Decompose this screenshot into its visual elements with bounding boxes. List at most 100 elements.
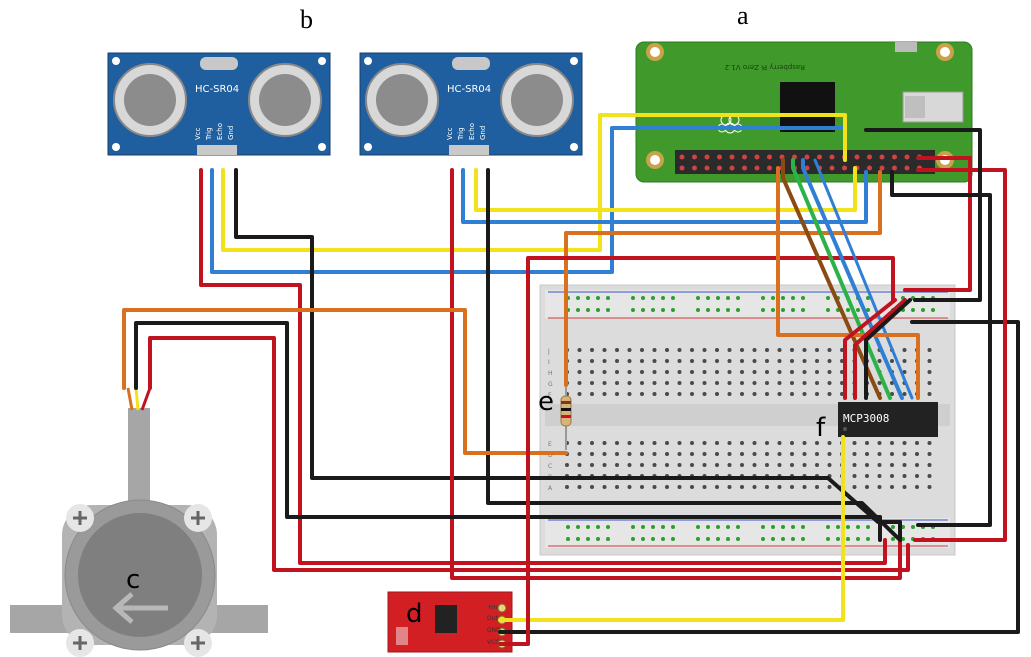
hole <box>777 370 782 374</box>
hole <box>740 348 744 352</box>
row-letter: I <box>548 359 550 366</box>
hole <box>867 154 872 160</box>
hole <box>715 381 719 385</box>
hole <box>921 308 925 312</box>
hole <box>627 370 632 374</box>
flow-sensor <box>10 387 268 657</box>
wire-resistor-pi <box>564 170 882 387</box>
hole <box>927 452 932 456</box>
hole <box>576 296 580 300</box>
hole <box>911 308 915 312</box>
hole <box>677 441 682 445</box>
hole <box>696 296 700 300</box>
hole <box>752 392 757 396</box>
hole <box>911 525 915 529</box>
hole <box>752 452 757 456</box>
hole <box>777 441 782 445</box>
hole <box>586 537 590 541</box>
hole <box>602 463 607 467</box>
hole <box>586 308 590 312</box>
hole <box>727 441 732 445</box>
ultrasonic-sensor-2: HC-SR04 Vcc Trig Echo Gnd <box>359 52 583 156</box>
hole <box>577 381 582 385</box>
hole <box>852 452 857 456</box>
row-letter: E <box>548 441 552 448</box>
hole <box>602 348 607 352</box>
hole <box>671 296 675 300</box>
wire-s2-vcc <box>450 168 902 580</box>
hole <box>726 537 730 541</box>
hole <box>590 452 594 456</box>
hole <box>615 485 619 489</box>
breakout-board: +in Out GND VCC <box>387 591 513 653</box>
hole <box>615 359 619 363</box>
hole <box>602 441 607 445</box>
hole <box>729 165 735 171</box>
hole <box>606 525 610 529</box>
hole <box>829 165 835 171</box>
breakout-pin-out: Out <box>487 615 499 622</box>
hole <box>729 154 735 160</box>
hole <box>802 381 807 385</box>
hole <box>671 308 675 312</box>
hole <box>736 296 740 300</box>
hole <box>802 452 807 456</box>
hole <box>631 308 635 312</box>
hole <box>902 463 907 467</box>
hole <box>671 537 675 541</box>
hole <box>802 348 807 352</box>
ultrasonic-sensor-1: HC-SR04 Vcc Trig Echo Gnd <box>107 52 331 156</box>
hole <box>704 165 710 171</box>
hole <box>767 154 772 160</box>
hole <box>815 381 819 385</box>
hole <box>790 348 794 352</box>
hole <box>777 348 782 352</box>
hole <box>866 296 870 300</box>
hole <box>640 485 644 489</box>
hole <box>877 441 882 445</box>
hole <box>665 463 669 467</box>
hole <box>866 537 870 541</box>
hole <box>791 296 795 300</box>
hole <box>802 485 807 489</box>
hole <box>727 370 732 374</box>
gpio-header <box>679 154 922 171</box>
hole <box>826 308 830 312</box>
resistor <box>560 385 572 450</box>
hole <box>856 308 860 312</box>
hole <box>902 392 907 396</box>
hole <box>627 441 632 445</box>
hole <box>742 165 747 171</box>
flow-direction-arrow-icon <box>112 592 168 624</box>
hole <box>690 381 694 385</box>
hole <box>596 296 600 300</box>
hole <box>640 381 644 385</box>
hole <box>790 359 794 363</box>
hole <box>765 452 769 456</box>
hole <box>652 392 657 396</box>
hole <box>790 485 794 489</box>
hole <box>702 463 707 467</box>
hole <box>715 441 719 445</box>
hole <box>577 463 582 467</box>
hole <box>706 525 710 529</box>
hole <box>590 348 594 352</box>
hole <box>651 537 655 541</box>
hole <box>902 370 907 374</box>
hole <box>717 154 722 160</box>
wire-flow-gnd <box>134 321 882 542</box>
hole <box>752 485 757 489</box>
hole <box>765 359 769 363</box>
wire-s2-echo <box>474 166 857 212</box>
hole <box>615 348 619 352</box>
hole <box>852 474 857 478</box>
hole <box>702 485 707 489</box>
hole <box>602 370 607 374</box>
hole <box>927 392 932 396</box>
hole <box>927 463 932 467</box>
wire-spi-green <box>791 158 892 400</box>
hole <box>702 381 707 385</box>
hole <box>802 370 807 374</box>
wire-pi-gnd-a <box>864 128 982 302</box>
hole <box>866 525 870 529</box>
